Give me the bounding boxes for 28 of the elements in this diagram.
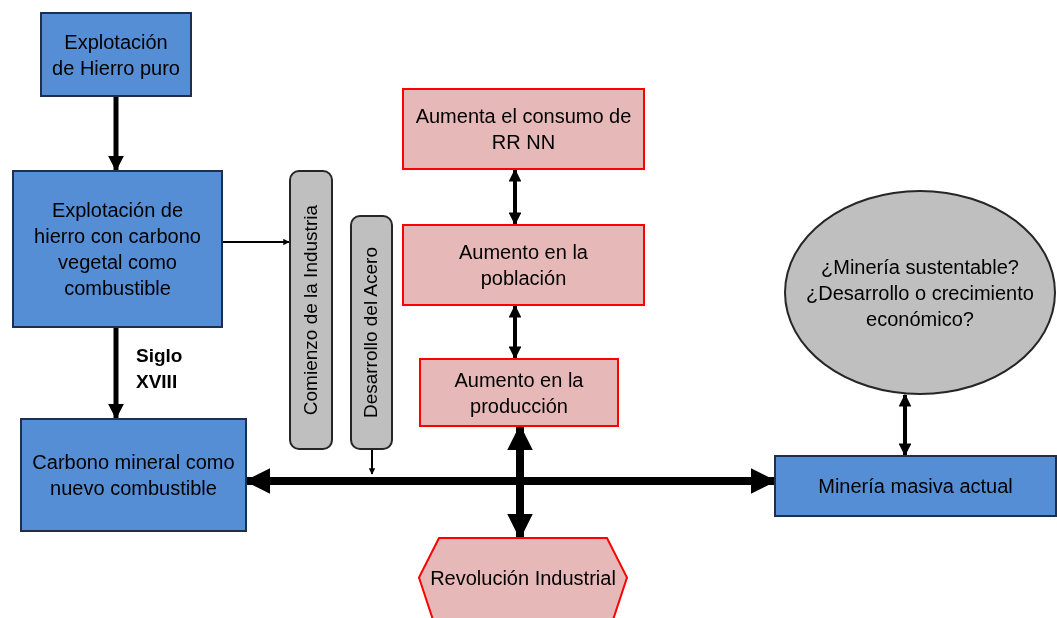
process-box: [402, 88, 645, 170]
arrow: [222, 238, 290, 246]
process-box: [12, 170, 223, 328]
arrow: [108, 97, 124, 172]
node-text: Aumento en la producción: [453, 367, 585, 419]
vertical-label-box: [289, 170, 333, 450]
arrow: [368, 449, 376, 475]
node-text: ¿Minería sustentable? ¿Desarrollo o crecimiento económico?: [805, 254, 1035, 332]
process-box: [402, 224, 645, 306]
arrow: [508, 304, 522, 360]
node-text: Comienzo de la Industria: [298, 204, 322, 416]
node-text: Aumenta el consumo de RR NN: [414, 104, 633, 155]
node-text: Aumento en la población: [458, 240, 589, 291]
node-text: Explotación de hierro con carbono vegetal como combustible: [33, 198, 202, 301]
process-box: [419, 358, 619, 427]
hexagon-node: [418, 537, 628, 618]
vertical-label-box: [350, 215, 393, 450]
process-box: [40, 12, 192, 97]
arrow: [508, 168, 522, 226]
node-text: Minería masiva actual: [818, 474, 1013, 499]
node-text: Explotación de Hierro puro: [52, 29, 180, 81]
node-text: Revolución Industrial: [430, 565, 616, 591]
arrow: [108, 328, 124, 420]
node-text: Carbono mineral como nuevo combustible: [32, 450, 235, 501]
arrow: [898, 393, 912, 457]
process-box: [774, 455, 1057, 517]
process-box: [20, 418, 247, 532]
node-text: Desarrollo del Acero: [359, 246, 383, 419]
